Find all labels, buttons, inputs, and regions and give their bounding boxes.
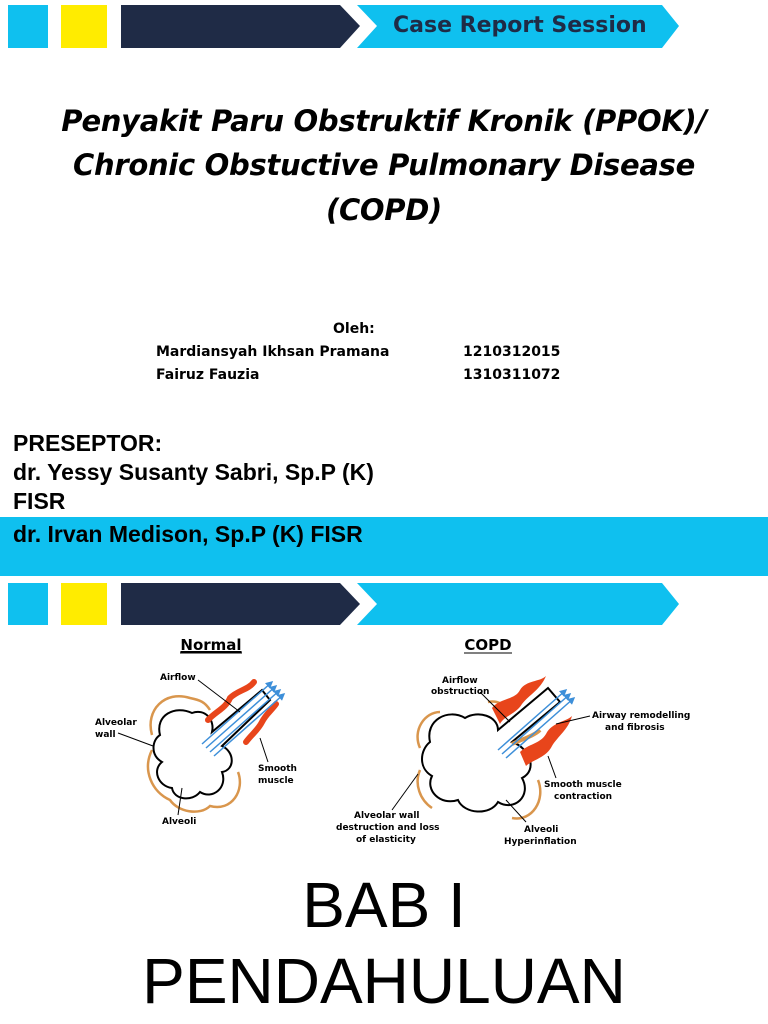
label-alveoli: Alveoli bbox=[162, 817, 196, 827]
author-2-name: Fairuz Fauzia bbox=[156, 367, 260, 383]
cyan-footer-band bbox=[0, 517, 768, 576]
copd-airflow-arrow-3 bbox=[505, 697, 576, 759]
copd-heading: COPD bbox=[464, 636, 511, 654]
airflow-arrow-3 bbox=[213, 693, 286, 757]
leader-alveolar-wall bbox=[117, 732, 154, 747]
copd-smooth-muscle-bottom bbox=[520, 716, 572, 766]
chapter-line-1: BAB I bbox=[302, 869, 466, 941]
normal-heading: Normal bbox=[180, 636, 241, 654]
normal-alveolar-wall-outline bbox=[146, 695, 242, 813]
banner-arrows-2 bbox=[121, 583, 679, 625]
leader-hyperinflation bbox=[505, 799, 527, 823]
label-smooth-muscle-1: Smooth bbox=[258, 764, 297, 774]
chapter-line-2: PENDAHULUAN bbox=[142, 945, 626, 1017]
leader-alveoli bbox=[177, 787, 183, 816]
yellow-square bbox=[61, 5, 107, 48]
author-1-id: 1210312015 bbox=[463, 344, 561, 360]
label-airflow-obstruction-2: obstruction bbox=[431, 687, 489, 697]
airflow-arrow-4 bbox=[201, 681, 274, 745]
label-alveolar-wall-2: wall bbox=[95, 730, 116, 740]
author-2-id: 1310311072 bbox=[463, 367, 561, 383]
cyan-arrow-shape bbox=[357, 5, 679, 48]
copd-alveoli bbox=[421, 686, 562, 813]
cyan-square-2 bbox=[8, 583, 48, 625]
label-wall-destruction-2: destruction and loss bbox=[336, 823, 440, 833]
banner-label: Case Report Session bbox=[393, 13, 647, 38]
navy-arrow-shape-2 bbox=[121, 583, 360, 625]
label-smooth-muscle-contraction-2: contraction bbox=[554, 792, 612, 802]
normal-lung-drawing bbox=[146, 679, 286, 813]
leader-airway-remodelling bbox=[555, 715, 591, 725]
normal-smooth-muscle-top bbox=[205, 679, 257, 723]
yellow-square-2 bbox=[61, 583, 107, 625]
copd-lung-drawing bbox=[416, 676, 576, 820]
preceptor-heading: PRESEPTOR: bbox=[13, 430, 163, 456]
airflow-arrow-2 bbox=[209, 689, 282, 753]
copd-airflow-arrow-1 bbox=[497, 689, 568, 751]
cyan-square bbox=[8, 5, 48, 48]
airflow-arrow-1 bbox=[205, 685, 278, 749]
preceptor-1-line-2: FISR bbox=[13, 488, 66, 514]
preceptor-1-line-1: dr. Yessy Susanty Sabri, Sp.P (K) bbox=[13, 459, 374, 485]
label-airflow: Airflow bbox=[160, 673, 196, 683]
leader-wall-destruction bbox=[391, 773, 419, 811]
label-hyperinflation-2: Hyperinflation bbox=[504, 837, 577, 847]
author-1-name: Mardiansyah Ikhsan Pramana bbox=[156, 344, 390, 360]
label-wall-destruction-3: of elasticity bbox=[356, 835, 416, 845]
navy-arrow-shape bbox=[121, 5, 360, 48]
leader-airflow bbox=[197, 679, 241, 713]
leader-airflow-obstruction bbox=[479, 691, 511, 723]
title-line-1: Penyakit Paru Obstruktif Kronik (PPOK)/ bbox=[61, 104, 707, 138]
cyan-arrow-shape-2 bbox=[357, 583, 679, 625]
label-smooth-muscle-2: muscle bbox=[258, 776, 294, 786]
title-line-2: Chronic Obstuctive Pulmonary Disease bbox=[73, 148, 695, 182]
title-line-3: (COPD) bbox=[326, 193, 442, 227]
label-airway-remodelling-1: Airway remodelling bbox=[592, 711, 690, 721]
normal-smooth-muscle-bottom bbox=[243, 701, 279, 745]
label-airway-remodelling-2: and fibrosis bbox=[605, 723, 665, 733]
banner-arrows bbox=[121, 5, 679, 48]
label-alveolar-wall-1: Alveolar bbox=[95, 718, 137, 728]
leader-smooth-muscle-contraction bbox=[547, 755, 557, 779]
leader-smooth-muscle bbox=[259, 737, 269, 763]
preceptor-2: dr. Irvan Medison, Sp.P (K) FISR bbox=[13, 521, 363, 547]
label-smooth-muscle-contraction-1: Smooth muscle bbox=[544, 780, 622, 790]
copd-diagram: Normal COPD Airflow Alveolar wall Smooth… bbox=[95, 636, 690, 847]
copd-airflow-arrow-2 bbox=[501, 693, 572, 755]
label-airflow-obstruction-1: Airflow bbox=[442, 676, 478, 686]
by-label: Oleh: bbox=[333, 321, 375, 337]
copd-smooth-muscle-top bbox=[492, 676, 546, 724]
label-wall-destruction-1: Alveolar wall bbox=[354, 811, 420, 821]
label-hyperinflation-1: Alveoli bbox=[524, 825, 558, 835]
